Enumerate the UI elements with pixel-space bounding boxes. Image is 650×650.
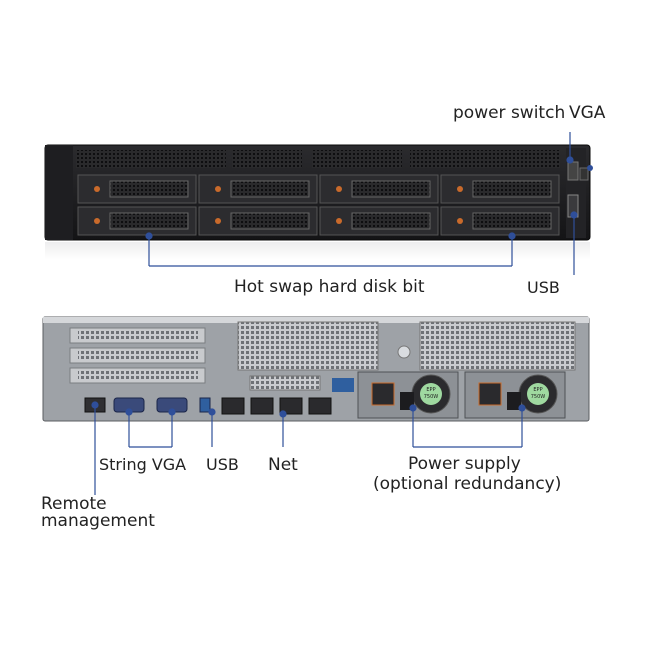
power-supply-unit[interactable]: EPP 750W bbox=[357, 371, 459, 419]
drive-bay[interactable] bbox=[319, 174, 439, 204]
rear-callouts bbox=[91, 401, 526, 495]
drive-bay[interactable] bbox=[440, 174, 560, 204]
psu-badge-brand: EPP bbox=[426, 387, 435, 393]
usb-front-label: USB bbox=[527, 278, 560, 297]
string-vga-label: String VGA bbox=[99, 455, 187, 474]
usb-rear-label: USB bbox=[206, 455, 239, 474]
power-supply-unit[interactable]: EPP 750W bbox=[464, 371, 566, 419]
drive-bay[interactable] bbox=[77, 174, 197, 204]
power-supply-label: Power supply bbox=[408, 454, 521, 474]
drive-bay[interactable] bbox=[319, 206, 439, 236]
hot-swap-label: Hot swap hard disk bit bbox=[234, 277, 425, 297]
power-supply-redundancy-label: (optional redundancy) bbox=[373, 474, 562, 494]
drive-bay[interactable] bbox=[77, 206, 197, 236]
drive-bays bbox=[77, 174, 560, 236]
vga-front-label: VGA bbox=[569, 103, 606, 123]
psu-badge-watt: 750W bbox=[424, 394, 439, 400]
drive-bay[interactable] bbox=[198, 206, 318, 236]
drive-bay[interactable] bbox=[198, 174, 318, 204]
psu-badge-brand: EPP bbox=[533, 387, 542, 393]
front-callouts bbox=[145, 132, 578, 275]
drive-bay[interactable] bbox=[440, 206, 560, 236]
psu-badge-watt: 750W bbox=[531, 394, 546, 400]
rear-chassis: EPP 750W EPP 750W bbox=[42, 316, 590, 422]
remote-management-label: Remote bbox=[41, 494, 107, 514]
power-switch-label: power switch bbox=[453, 103, 566, 123]
remote-management-label-line2: management bbox=[41, 511, 155, 531]
net-label: Net bbox=[268, 455, 298, 475]
